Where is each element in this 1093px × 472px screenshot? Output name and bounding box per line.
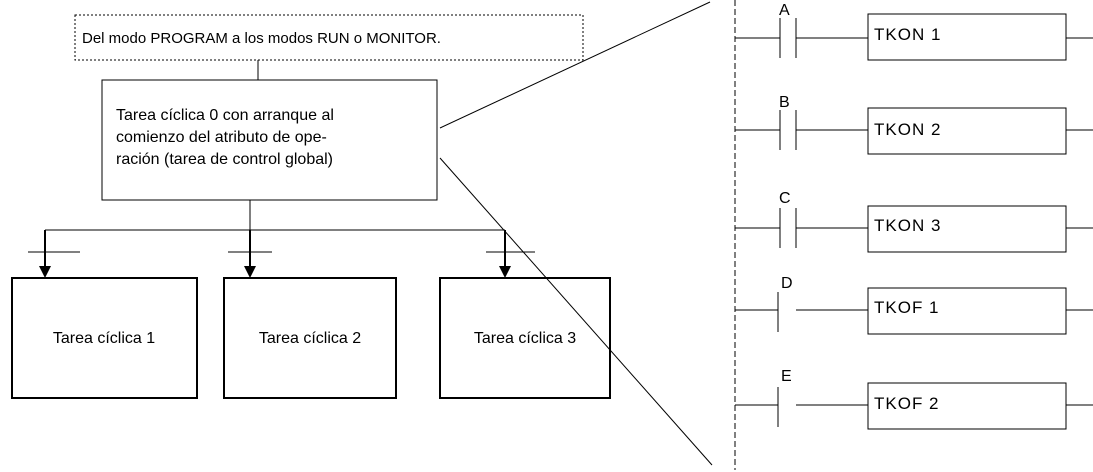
cyclic-task-1-box (11, 277, 198, 399)
mode-change-box (74, 14, 584, 61)
contact-label-d: D (781, 275, 793, 292)
instruction-label-4: TKOF 1 (874, 298, 940, 317)
branch-arrow-3 (486, 230, 535, 278)
branch-arrow-1 (28, 230, 80, 278)
cyclic-task-0-label: Tarea cíclica 0 con arranque al comienzo… (116, 107, 334, 168)
branch-arrow-2 (228, 230, 272, 278)
instruction-label-5: TKOF 2 (874, 394, 940, 413)
cyclic-task-0-box (101, 79, 438, 201)
mode-change-label: Del modo PROGRAM a los modos RUN o MONIT… (82, 30, 441, 47)
zoom-line-top (439, 1, 711, 129)
rung-d (735, 287, 1093, 335)
contact-label-b: B (779, 94, 790, 111)
cyclic-task-1-label: Tarea cíclica 1 (52, 330, 156, 347)
contact-label-c: C (779, 190, 791, 207)
cyclic-task-2-box (223, 277, 397, 399)
rung-c (735, 205, 1093, 253)
contact-label-a: A (779, 2, 790, 19)
instruction-label-1: TKON 1 (874, 25, 942, 44)
rung-a (735, 13, 1093, 61)
cyclic-task-3-box (439, 277, 611, 399)
rung-b (735, 107, 1093, 155)
instruction-label-2: TKON 2 (874, 120, 942, 139)
cyclic-task-3-label: Tarea cíclica 3 (473, 330, 577, 347)
cyclic-task-2-label: Tarea cíclica 2 (258, 330, 362, 347)
rung-e (735, 382, 1093, 430)
instruction-label-3: TKON 3 (874, 216, 942, 235)
zoom-line-bottom (439, 157, 713, 466)
contact-label-e: E (781, 368, 792, 385)
